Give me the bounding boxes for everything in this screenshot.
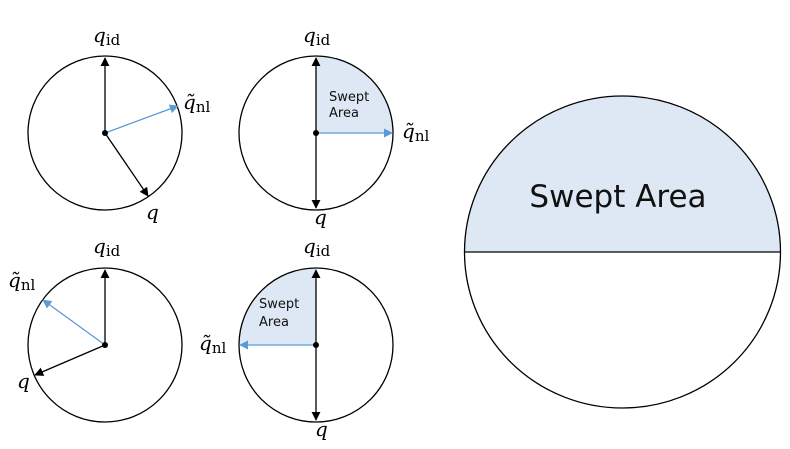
- swept-area-label-line1: Swept: [329, 90, 369, 105]
- swept-area-region: [316, 56, 393, 133]
- q-arrow: [104, 132, 149, 197]
- panel-top-left: qid q̃nl q: [27, 23, 210, 224]
- q-label: q: [146, 200, 159, 224]
- q-id-label: qid: [93, 23, 121, 49]
- origin-dot: [102, 342, 108, 348]
- q-nl-label: q̃nl: [8, 268, 35, 294]
- q-label: q: [315, 417, 328, 441]
- unit-circle: [27, 267, 183, 423]
- q-id-label: qid: [93, 234, 121, 260]
- swept-area-large-label: Swept Area: [529, 179, 706, 215]
- q-nl-arrow: [104, 104, 179, 134]
- q-arrow: [34, 344, 106, 376]
- origin-dot: [313, 130, 319, 136]
- panel-bottom-left: qid q̃nl q: [8, 234, 183, 423]
- q-label: q: [17, 369, 30, 393]
- q-nl-label: q̃nl: [402, 119, 429, 145]
- q-id-label: qid: [303, 23, 331, 49]
- unit-circle: [27, 55, 183, 211]
- swept-area-label-line2: Area: [329, 106, 359, 121]
- swept-area-region: [464, 95, 781, 252]
- q-nl-arrow: [42, 299, 106, 346]
- panel-top-middle: Swept Area qid q̃nl q: [238, 23, 429, 229]
- origin-dot: [313, 342, 319, 348]
- swept-area-region: [239, 268, 316, 345]
- swept-area-label-line2: Area: [259, 315, 289, 330]
- origin-dot: [102, 130, 108, 136]
- panel-bottom-middle: Swept Area qid q̃nl q: [199, 234, 394, 441]
- q-label: q: [314, 205, 327, 229]
- unit-circle: [238, 267, 394, 423]
- unit-circle: [238, 55, 394, 211]
- q-nl-label: q̃nl: [183, 90, 210, 116]
- panel-large-circle: Swept Area: [463, 95, 782, 409]
- q-nl-label: q̃nl: [199, 331, 226, 357]
- q-id-label: qid: [303, 234, 331, 260]
- swept-area-label-line1: Swept: [259, 297, 299, 312]
